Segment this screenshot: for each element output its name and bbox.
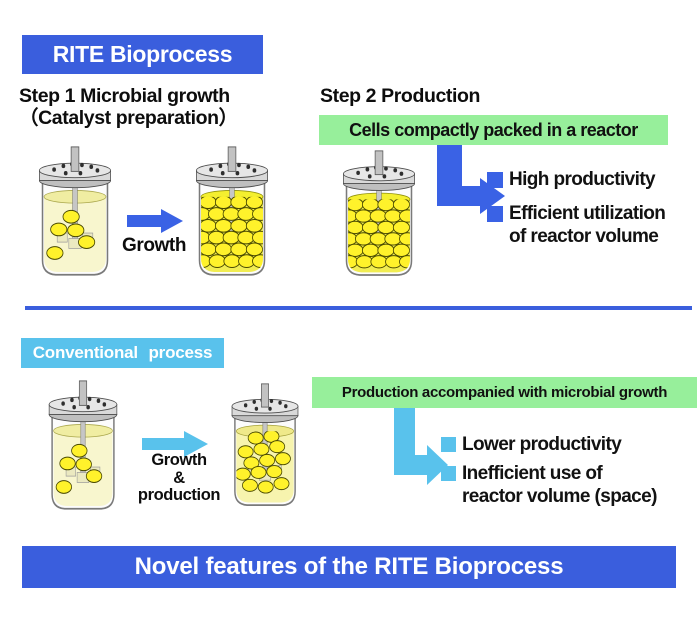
drawback-item: Lower productivity: [462, 434, 622, 455]
benefit-bullet-icon: [487, 206, 503, 222]
bioreactor-step1-before-icon: [39, 146, 111, 276]
growth-arrow-icon: [127, 209, 183, 233]
growth-production-arrow-label: Growth & production: [137, 451, 221, 504]
bioreactor-step1-after-icon: [196, 146, 268, 276]
benefit-bullet-icon: [487, 172, 503, 188]
growth-production-arrow-icon: [142, 431, 208, 457]
step2-elbow-arrow-icon: [437, 145, 505, 214]
conventional-green-note: Production accompanied with microbial gr…: [312, 377, 697, 408]
footer-banner: Novel features of the RITE Bioprocess: [22, 546, 676, 588]
bioreactor-conventional-after-icon: [231, 383, 299, 506]
drawback-bullet-icon: [441, 466, 456, 481]
benefit-item: Efficient utilization of reactor volume: [509, 203, 666, 247]
growth-arrow-label: Growth: [121, 235, 187, 256]
step1-heading-line2: （Catalyst preparation）: [19, 107, 238, 129]
drawback-bullet-icon: [441, 437, 456, 452]
step2-heading: Step 2 Production: [320, 85, 481, 107]
step1-heading: Step 1 Microbial growth （Catalyst prepar…: [19, 85, 299, 129]
bioreactor-step2-icon: [343, 150, 415, 276]
section-divider: [25, 306, 692, 310]
benefit-item: High productivity: [509, 169, 656, 190]
step2-green-note: Cells compactly packed in a reactor: [319, 115, 668, 145]
title-banner: RITE Bioprocess: [22, 35, 263, 74]
conventional-elbow-arrow-icon: [394, 408, 448, 485]
bioreactor-conventional-before-icon: [48, 380, 118, 510]
conventional-process-banner: Conventional process: [21, 338, 224, 368]
step1-heading-line1: Step 1 Microbial growth: [19, 85, 230, 107]
drawback-item: Inefficient use of reactor volume (space…: [462, 463, 657, 507]
